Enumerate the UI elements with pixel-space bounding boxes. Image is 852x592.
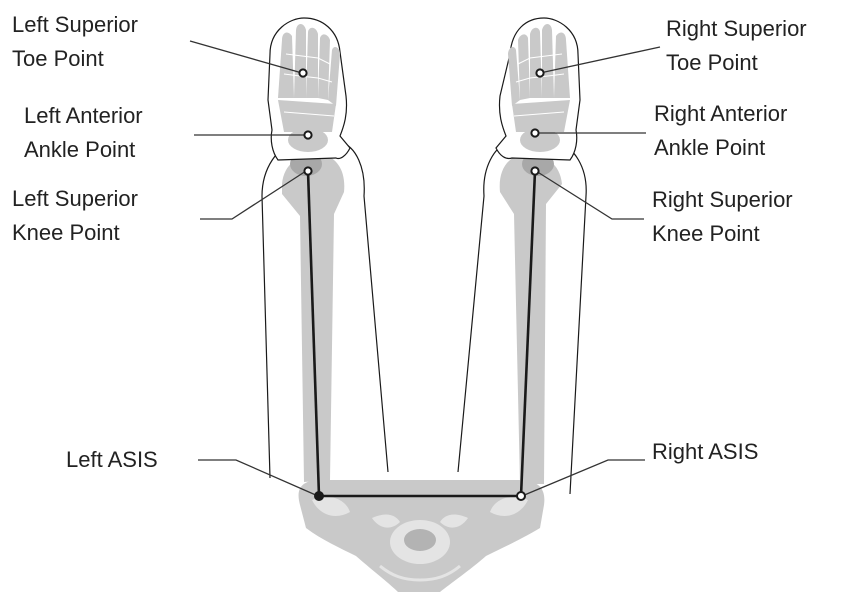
- label-right-ankle-line-1: Right Anterior: [654, 97, 787, 131]
- right-asis-point: [517, 492, 525, 500]
- label-left-anterior-ankle-point: Left Anterior Ankle Point: [24, 99, 143, 167]
- label-left-toe-line-1: Left Superior: [12, 8, 138, 42]
- label-right-knee-line-1: Right Superior: [652, 183, 793, 217]
- label-left-ankle-line-1: Left Anterior: [24, 99, 143, 133]
- label-right-asis-text: Right ASIS: [652, 435, 758, 469]
- label-left-ankle-line-2: Ankle Point: [24, 133, 143, 167]
- left-leg-illustration: [262, 18, 388, 482]
- left-ankle-point: [304, 131, 311, 138]
- label-right-anterior-ankle-point: Right Anterior Ankle Point: [654, 97, 787, 165]
- left-knee-point: [304, 167, 311, 174]
- right-ankle-point: [531, 129, 538, 136]
- label-right-toe-line-1: Right Superior: [666, 12, 807, 46]
- label-left-knee-line-2: Knee Point: [12, 216, 138, 250]
- label-left-toe-line-2: Toe Point: [12, 42, 138, 76]
- right-knee-point: [531, 167, 538, 174]
- label-right-toe-line-2: Toe Point: [666, 46, 807, 80]
- label-left-knee-line-1: Left Superior: [12, 182, 138, 216]
- label-right-ankle-line-2: Ankle Point: [654, 131, 787, 165]
- label-right-superior-toe-point: Right Superior Toe Point: [666, 12, 807, 80]
- right-toe-point: [536, 69, 543, 76]
- left-toe-point: [299, 69, 306, 76]
- label-left-asis-text: Left ASIS: [66, 443, 158, 477]
- right-leg-illustration: [458, 18, 586, 494]
- label-left-superior-knee-point: Left Superior Knee Point: [12, 182, 138, 250]
- measurement-lines: [308, 171, 535, 496]
- label-right-superior-knee-point: Right Superior Knee Point: [652, 183, 793, 251]
- label-left-superior-toe-point: Left Superior Toe Point: [12, 8, 138, 76]
- label-right-asis: Right ASIS: [652, 435, 758, 469]
- leader-lines: [190, 41, 660, 496]
- label-right-knee-line-2: Knee Point: [652, 217, 793, 251]
- label-left-asis: Left ASIS: [66, 443, 158, 477]
- left-asis-point: [315, 492, 324, 501]
